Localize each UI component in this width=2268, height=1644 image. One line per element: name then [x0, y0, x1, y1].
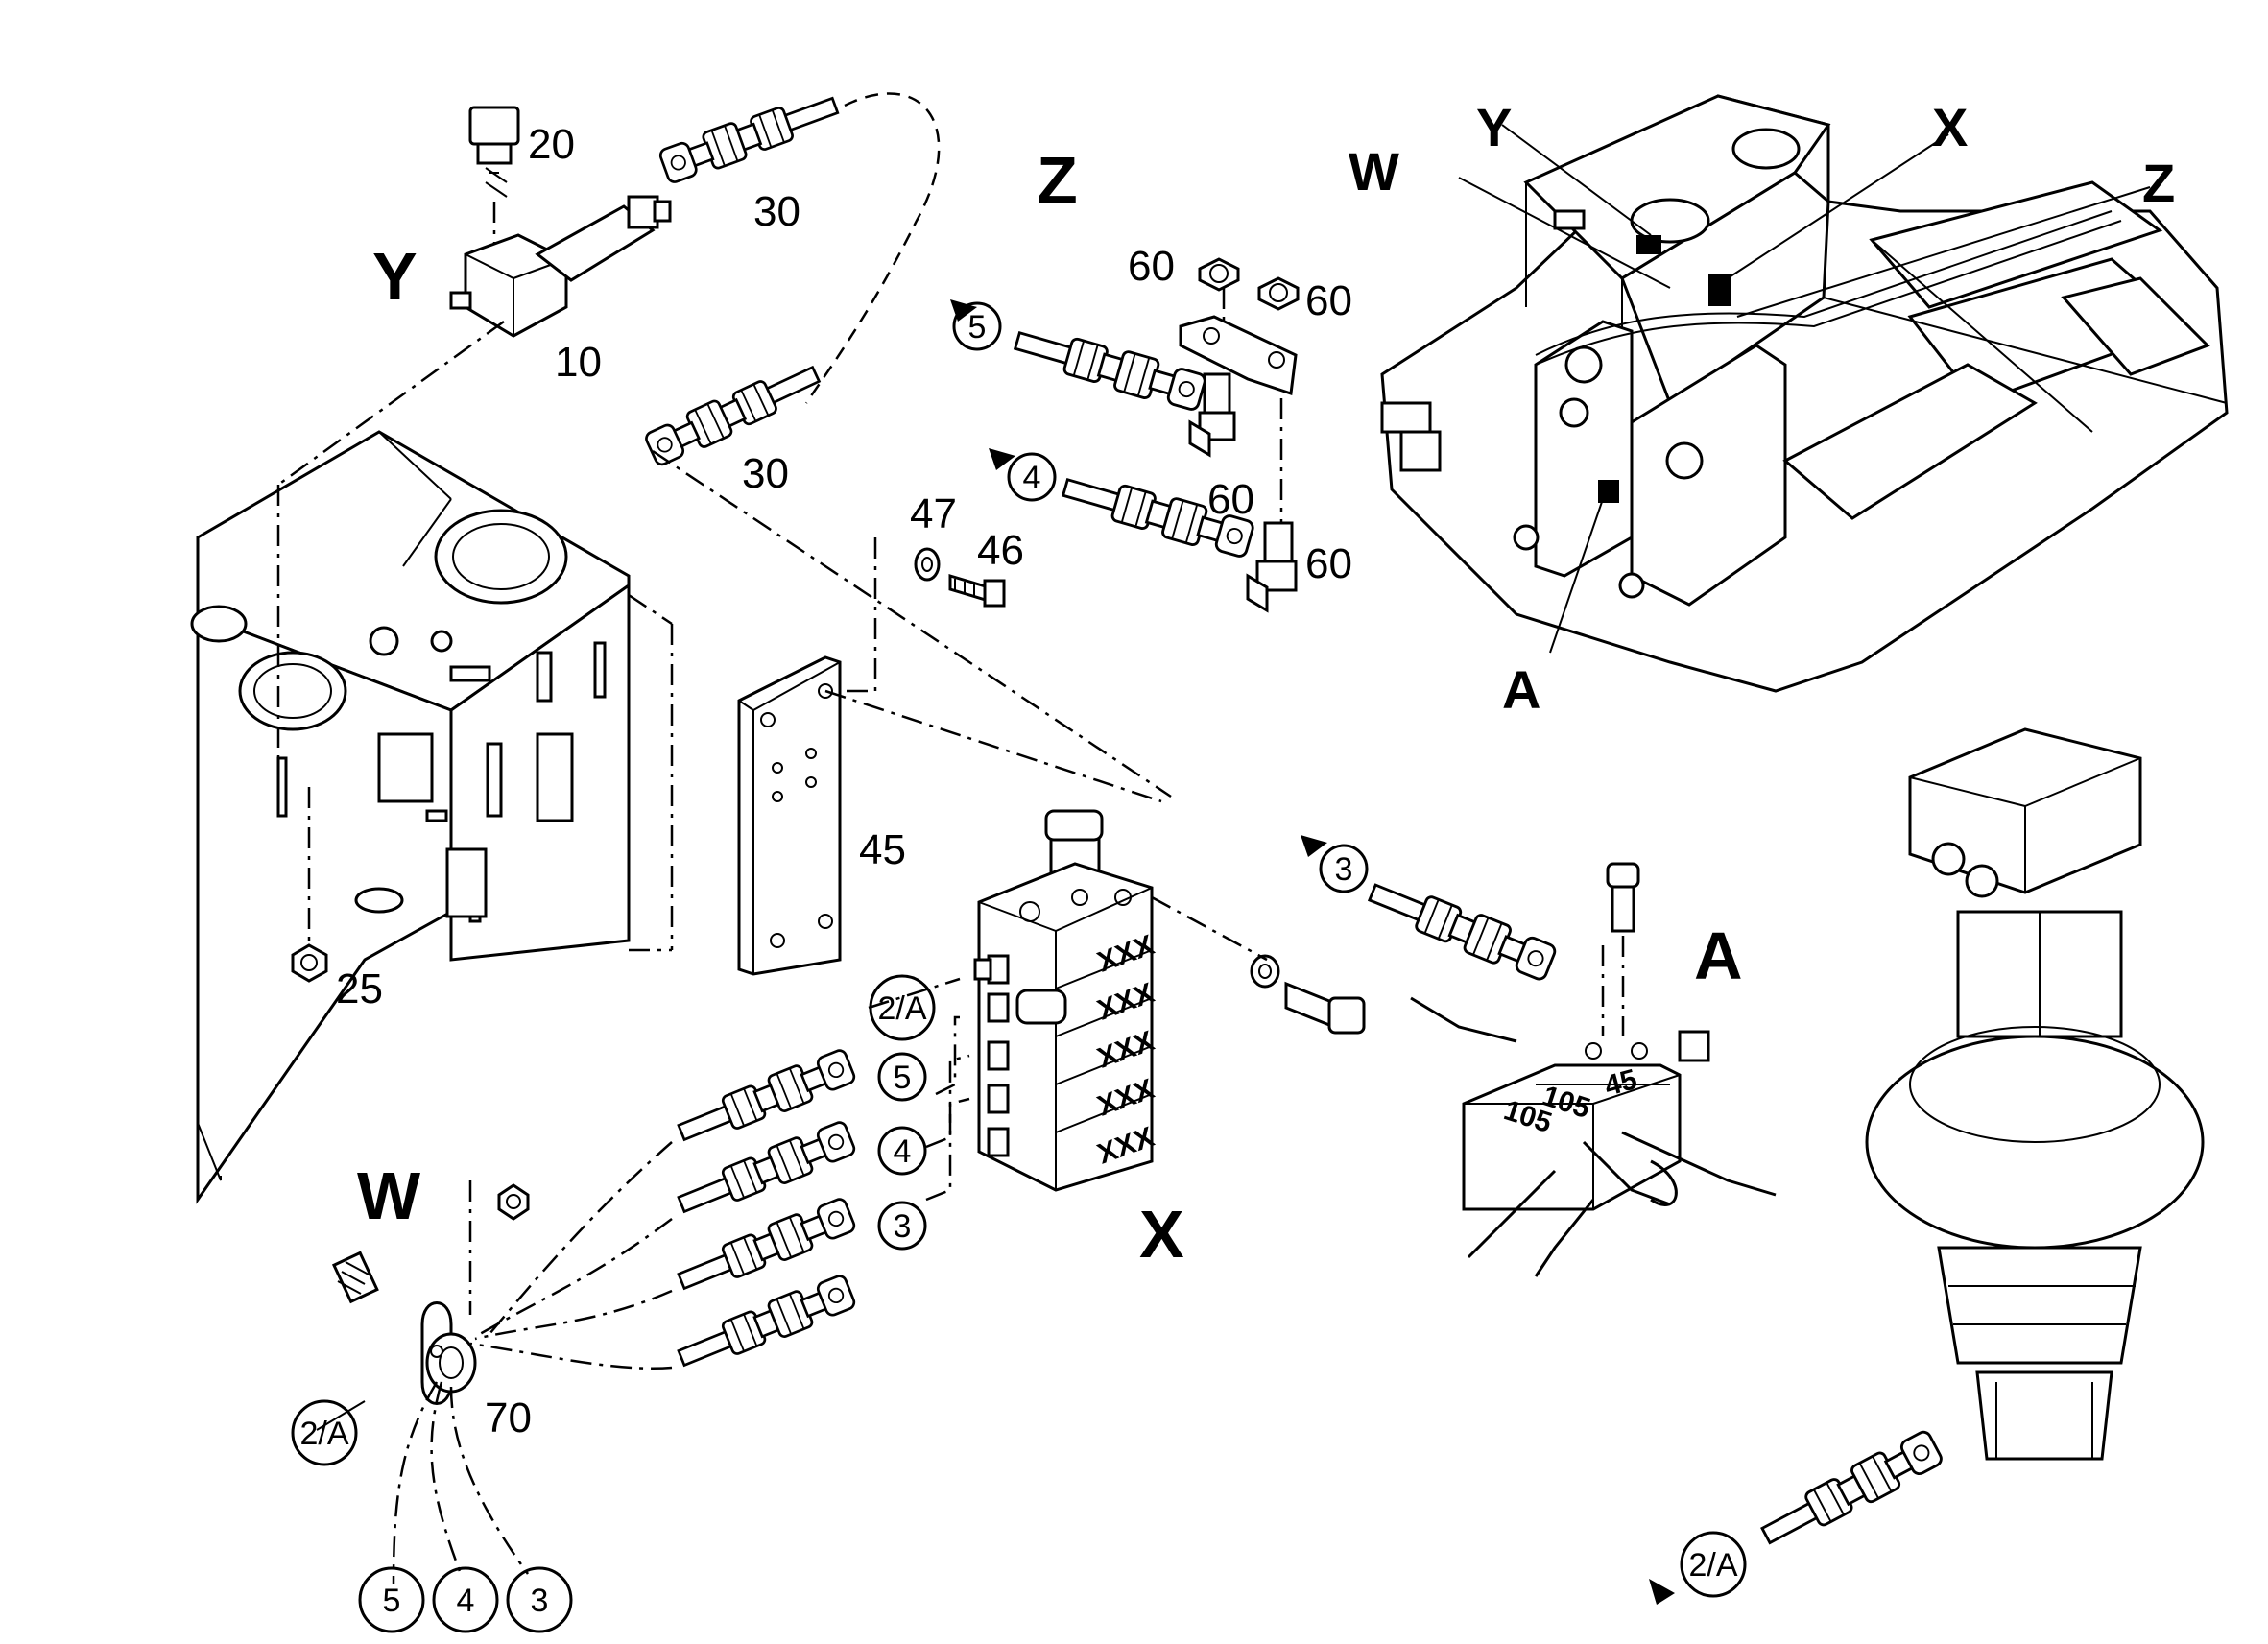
ref-label: 2/A	[299, 1416, 348, 1452]
mounting-plate-45	[737, 655, 842, 976]
part-number-25: 25	[336, 965, 383, 1013]
fitting-5-z	[1010, 320, 1208, 415]
ref-label: 4	[894, 1133, 912, 1170]
part-number-30-bottom: 30	[742, 450, 789, 497]
part-number-10: 10	[555, 339, 602, 386]
ref-label: 2/A	[1688, 1547, 1737, 1584]
ref-label: 3	[894, 1208, 912, 1245]
ref-circle-4-z: 4	[1007, 452, 1057, 502]
overview-label-a: A	[1502, 659, 1540, 720]
ref-label: 2/A	[877, 990, 926, 1027]
fitting-2a-motor	[1755, 1426, 1946, 1555]
distributor-block-x	[973, 809, 1154, 1192]
z-bracket-assembly	[1179, 257, 1300, 613]
ref-circle-5-bottom: 5	[358, 1566, 425, 1633]
a-block-plates: 45 105 105	[1500, 1063, 1640, 1139]
a-hoses	[1410, 996, 1777, 1277]
arrow-2a-motor	[1649, 1579, 1675, 1605]
overview-label-x: X	[1932, 97, 1968, 157]
travel-motor-gearbox	[1865, 727, 2205, 1461]
view-label-z: Z	[1037, 143, 1078, 218]
ref-circle-2a-x: 2/A	[869, 974, 936, 1041]
hydraulic-tank	[190, 430, 631, 1204]
ref-circle-3-bottom: 3	[506, 1566, 573, 1633]
ref-circle-4-x: 4	[877, 1126, 927, 1176]
ref-label: 5	[894, 1060, 912, 1096]
view-label-w: W	[357, 1158, 420, 1233]
ref-circle-4-bottom: 4	[432, 1566, 499, 1633]
part-number-60-b: 60	[1305, 277, 1352, 324]
ref-circle-2a-w: 2/A	[291, 1399, 358, 1466]
ref-label: 4	[1023, 460, 1041, 496]
ref-label: 4	[457, 1583, 475, 1619]
overview-label-y: Y	[1476, 97, 1512, 157]
ref-circle-3-x: 3	[877, 1201, 927, 1251]
ref-circle-5-z: 5	[952, 301, 1002, 351]
part-number-20: 20	[528, 121, 575, 168]
washer-x	[1250, 954, 1280, 989]
view-label-y: Y	[372, 239, 418, 314]
part-number-70: 70	[485, 1394, 532, 1441]
view-label-x: X	[1139, 1197, 1184, 1272]
y-sensor-assembly	[276, 106, 672, 758]
arrow-3-a	[1301, 835, 1327, 857]
part-number-60-c: 60	[1207, 476, 1254, 523]
nut-25	[291, 787, 328, 983]
ref-label: 5	[968, 309, 987, 345]
bolt-46	[948, 573, 1006, 608]
ref-label: 5	[383, 1583, 401, 1619]
ref-label: 3	[531, 1583, 549, 1619]
fitting-3-x	[673, 1271, 859, 1377]
part-number-60-d: 60	[1305, 540, 1352, 587]
w-clamp-assembly	[331, 1180, 530, 1405]
part-number-30-top: 30	[753, 188, 800, 235]
ref-circle-2a-motor: 2/A	[1680, 1531, 1747, 1598]
view-label-a: A	[1694, 918, 1743, 993]
fitting-30-bottom	[641, 355, 825, 470]
part-number-45: 45	[859, 826, 906, 873]
part-number-60-a: 60	[1128, 243, 1175, 290]
overview-label-w: W	[1349, 141, 1399, 202]
part-number-47: 47	[910, 490, 957, 537]
bolt-x	[1284, 981, 1366, 1035]
ref-circle-5-x: 5	[877, 1052, 927, 1102]
arrow-4-z	[989, 448, 1015, 470]
a-block-assembly	[1462, 862, 1710, 1211]
ref-circle-3-a: 3	[1319, 844, 1369, 893]
machine-frame-overview	[1380, 94, 2229, 693]
ref-label: 3	[1335, 851, 1353, 888]
washer-47	[914, 547, 941, 582]
overview-label-z: Z	[2142, 153, 2175, 213]
part-number-46: 46	[977, 527, 1024, 574]
fitting-3-a	[1363, 872, 1560, 985]
fitting-30-top	[657, 86, 844, 187]
